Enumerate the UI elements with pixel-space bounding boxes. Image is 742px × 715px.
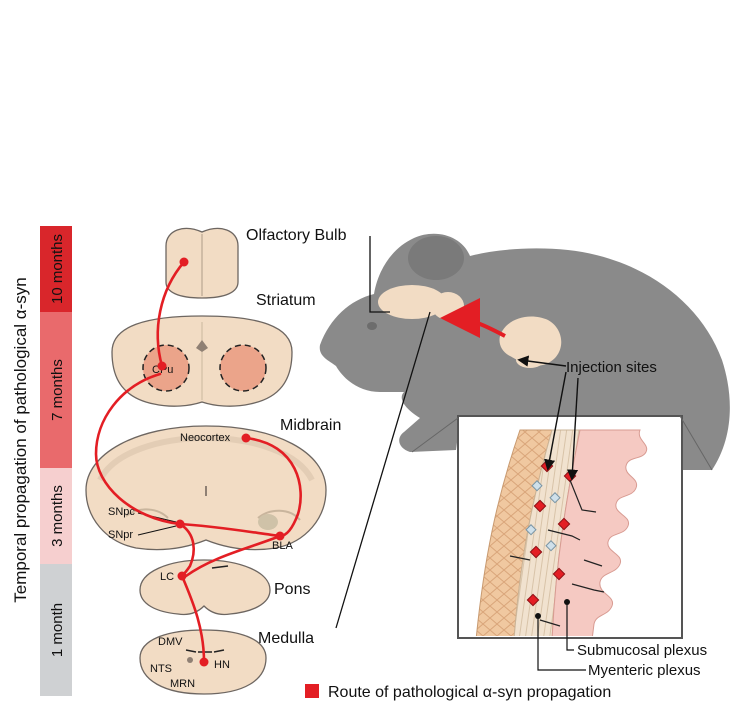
mouse-ear (408, 236, 464, 280)
mouse-eye (367, 322, 377, 330)
striatum-section (111, 315, 293, 407)
route-neocortex-to-bla (244, 436, 302, 538)
plexus-leader-lines (537, 602, 586, 671)
timeline-segment-1-month (40, 564, 72, 696)
olfactory-bulb-section (165, 227, 239, 299)
midbrain-section (85, 425, 327, 551)
glial-cells (525, 480, 561, 552)
timeline-segment-3-months (40, 468, 72, 564)
timeline-segment-10-months (40, 226, 72, 312)
bla-label: BLA (272, 540, 293, 552)
submucosal-plexus-label: Submucosal plexus (577, 642, 707, 659)
legend-label: Route of pathological α-syn propagation (328, 684, 611, 701)
timeline-label-10-months: 10 months (49, 234, 66, 304)
snpr-label: SNpr (108, 529, 133, 541)
olfactory-bulb-label: Olfactory Bulb (246, 227, 347, 244)
snpc-label: SNpc (108, 506, 135, 518)
lc-label: LC (160, 571, 174, 583)
injection-sites-label: Injection sites (566, 359, 657, 376)
route-bla-to-lc (184, 534, 282, 578)
midbrain-label: Midbrain (280, 417, 341, 434)
timeline-label-7-months: 7 months (49, 359, 66, 421)
nts-label: NTS (150, 663, 172, 675)
nerve-fibers (509, 479, 605, 627)
route-bla-to-snpc (178, 522, 282, 538)
injection-site-arrows (517, 355, 579, 481)
route-lc-to-medulla (180, 574, 206, 664)
legend-swatch (305, 684, 319, 698)
hn-label: HN (214, 659, 230, 671)
timeline-label-3-months: 3 months (49, 485, 66, 547)
striatum-label: Striatum (256, 292, 316, 309)
legend: Route of pathological α-syn propagation (305, 684, 611, 701)
timeline-label-1-month: 1 month (49, 603, 66, 657)
dmv-label: DMV (158, 636, 183, 648)
mouse-brain (432, 292, 464, 320)
mouse-stomach (499, 316, 562, 366)
medulla-leader-line (335, 311, 431, 629)
pons-section (139, 559, 271, 616)
route-nodes (157, 257, 285, 667)
mouse-brain-olfactory-bulb (378, 285, 446, 319)
pons-label: Pons (274, 581, 310, 598)
neocortex-label: Neocortex (180, 432, 231, 444)
olfactory-bulb-leader-line (369, 236, 390, 313)
route-cpu-to-midbrain (94, 372, 182, 526)
propagation-route (94, 260, 302, 664)
cpu-right (219, 344, 267, 392)
timeline-segment-7-months (40, 312, 72, 468)
timeline-axis-label: Temporal propagation of pathological α-s… (11, 277, 30, 602)
gut-to-brain-arrow (440, 298, 506, 339)
timeline-bar: 10 months 7 months 3 months 1 month (40, 226, 72, 696)
medulla-label: Medulla (258, 630, 314, 647)
gut-detail-box (411, 415, 713, 639)
myenteric-plexus-label: Myenteric plexus (588, 662, 701, 679)
route-ob-to-cpu (156, 260, 186, 368)
mrn-label: MRN (170, 678, 195, 690)
